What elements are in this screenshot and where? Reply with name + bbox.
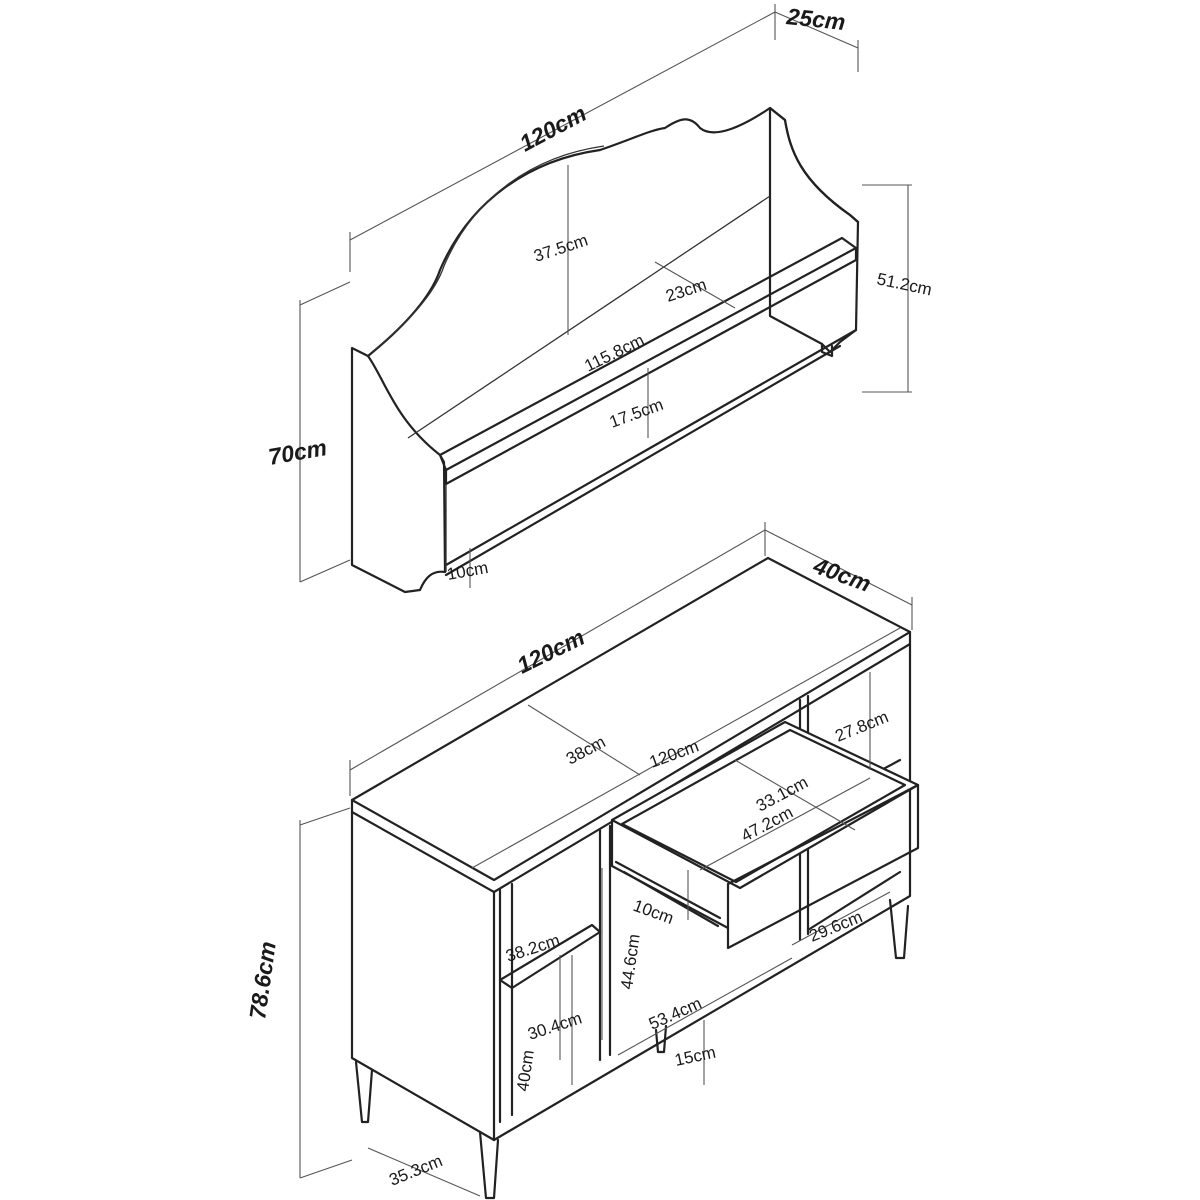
wall-shelf-lower-board [444, 328, 858, 577]
wall-shelf-width-label: 120cm [515, 100, 590, 157]
wall-shelf-back-height-label: 37.5cm [531, 231, 590, 266]
wall-shelf-shelf-depth-label: 23cm [663, 275, 708, 306]
cabinet-right-shelf-height-label: 27.8cm [832, 707, 891, 746]
cabinet-left-bottom-height-label: 40cm [513, 1049, 538, 1093]
cabinet-middle-leg [654, 1024, 668, 1054]
cabinet-left-panel [350, 810, 496, 1142]
wall-shelf-gap-height-label: 17.5cm [607, 395, 666, 432]
cabinet-front-right-leg [888, 898, 910, 960]
wall-shelf-depth-label: 25cm [784, 3, 846, 35]
cabinet-middle-height-label: 44.6cm [617, 933, 644, 991]
cabinet-front-frame [492, 642, 912, 1142]
cabinet-left-shelf [498, 923, 602, 990]
cabinet-back-left-leg [354, 1060, 374, 1124]
wall-shelf-shelf-width-label: 115.8cm [581, 330, 647, 375]
cabinet-drawer-height-label: 10cm [631, 896, 677, 928]
wall-shelf-dimensions [299, 4, 912, 588]
cabinet-drawer-front [726, 783, 920, 950]
cabinet-middle-width-label: 53.4cm [646, 994, 705, 1034]
wall-shelf-bottom-board [444, 246, 858, 486]
cabinet-left-lower-height-label: 30.4cm [525, 1009, 584, 1044]
wall-shelf-drawing [350, 106, 860, 594]
wall-shelf-right-height-label: 51.2cm [875, 269, 933, 299]
wall-shelf-back-panel [366, 106, 860, 358]
cabinet-leg-height-label: 15cm [673, 1043, 718, 1070]
wall-shelf-height-label: 70cm [266, 434, 328, 470]
cabinet-front-left-leg [478, 1130, 500, 1200]
wall-shelf-left-panel [350, 346, 447, 594]
cabinet-dimensions [299, 522, 913, 1197]
wall-shelf-right-panel [768, 106, 860, 354]
cabinet-leg-depth-label: 35.3cm [386, 1151, 445, 1190]
cabinet-drawing [350, 556, 920, 1200]
cabinet-height-label: 78.6cm [244, 940, 281, 1021]
